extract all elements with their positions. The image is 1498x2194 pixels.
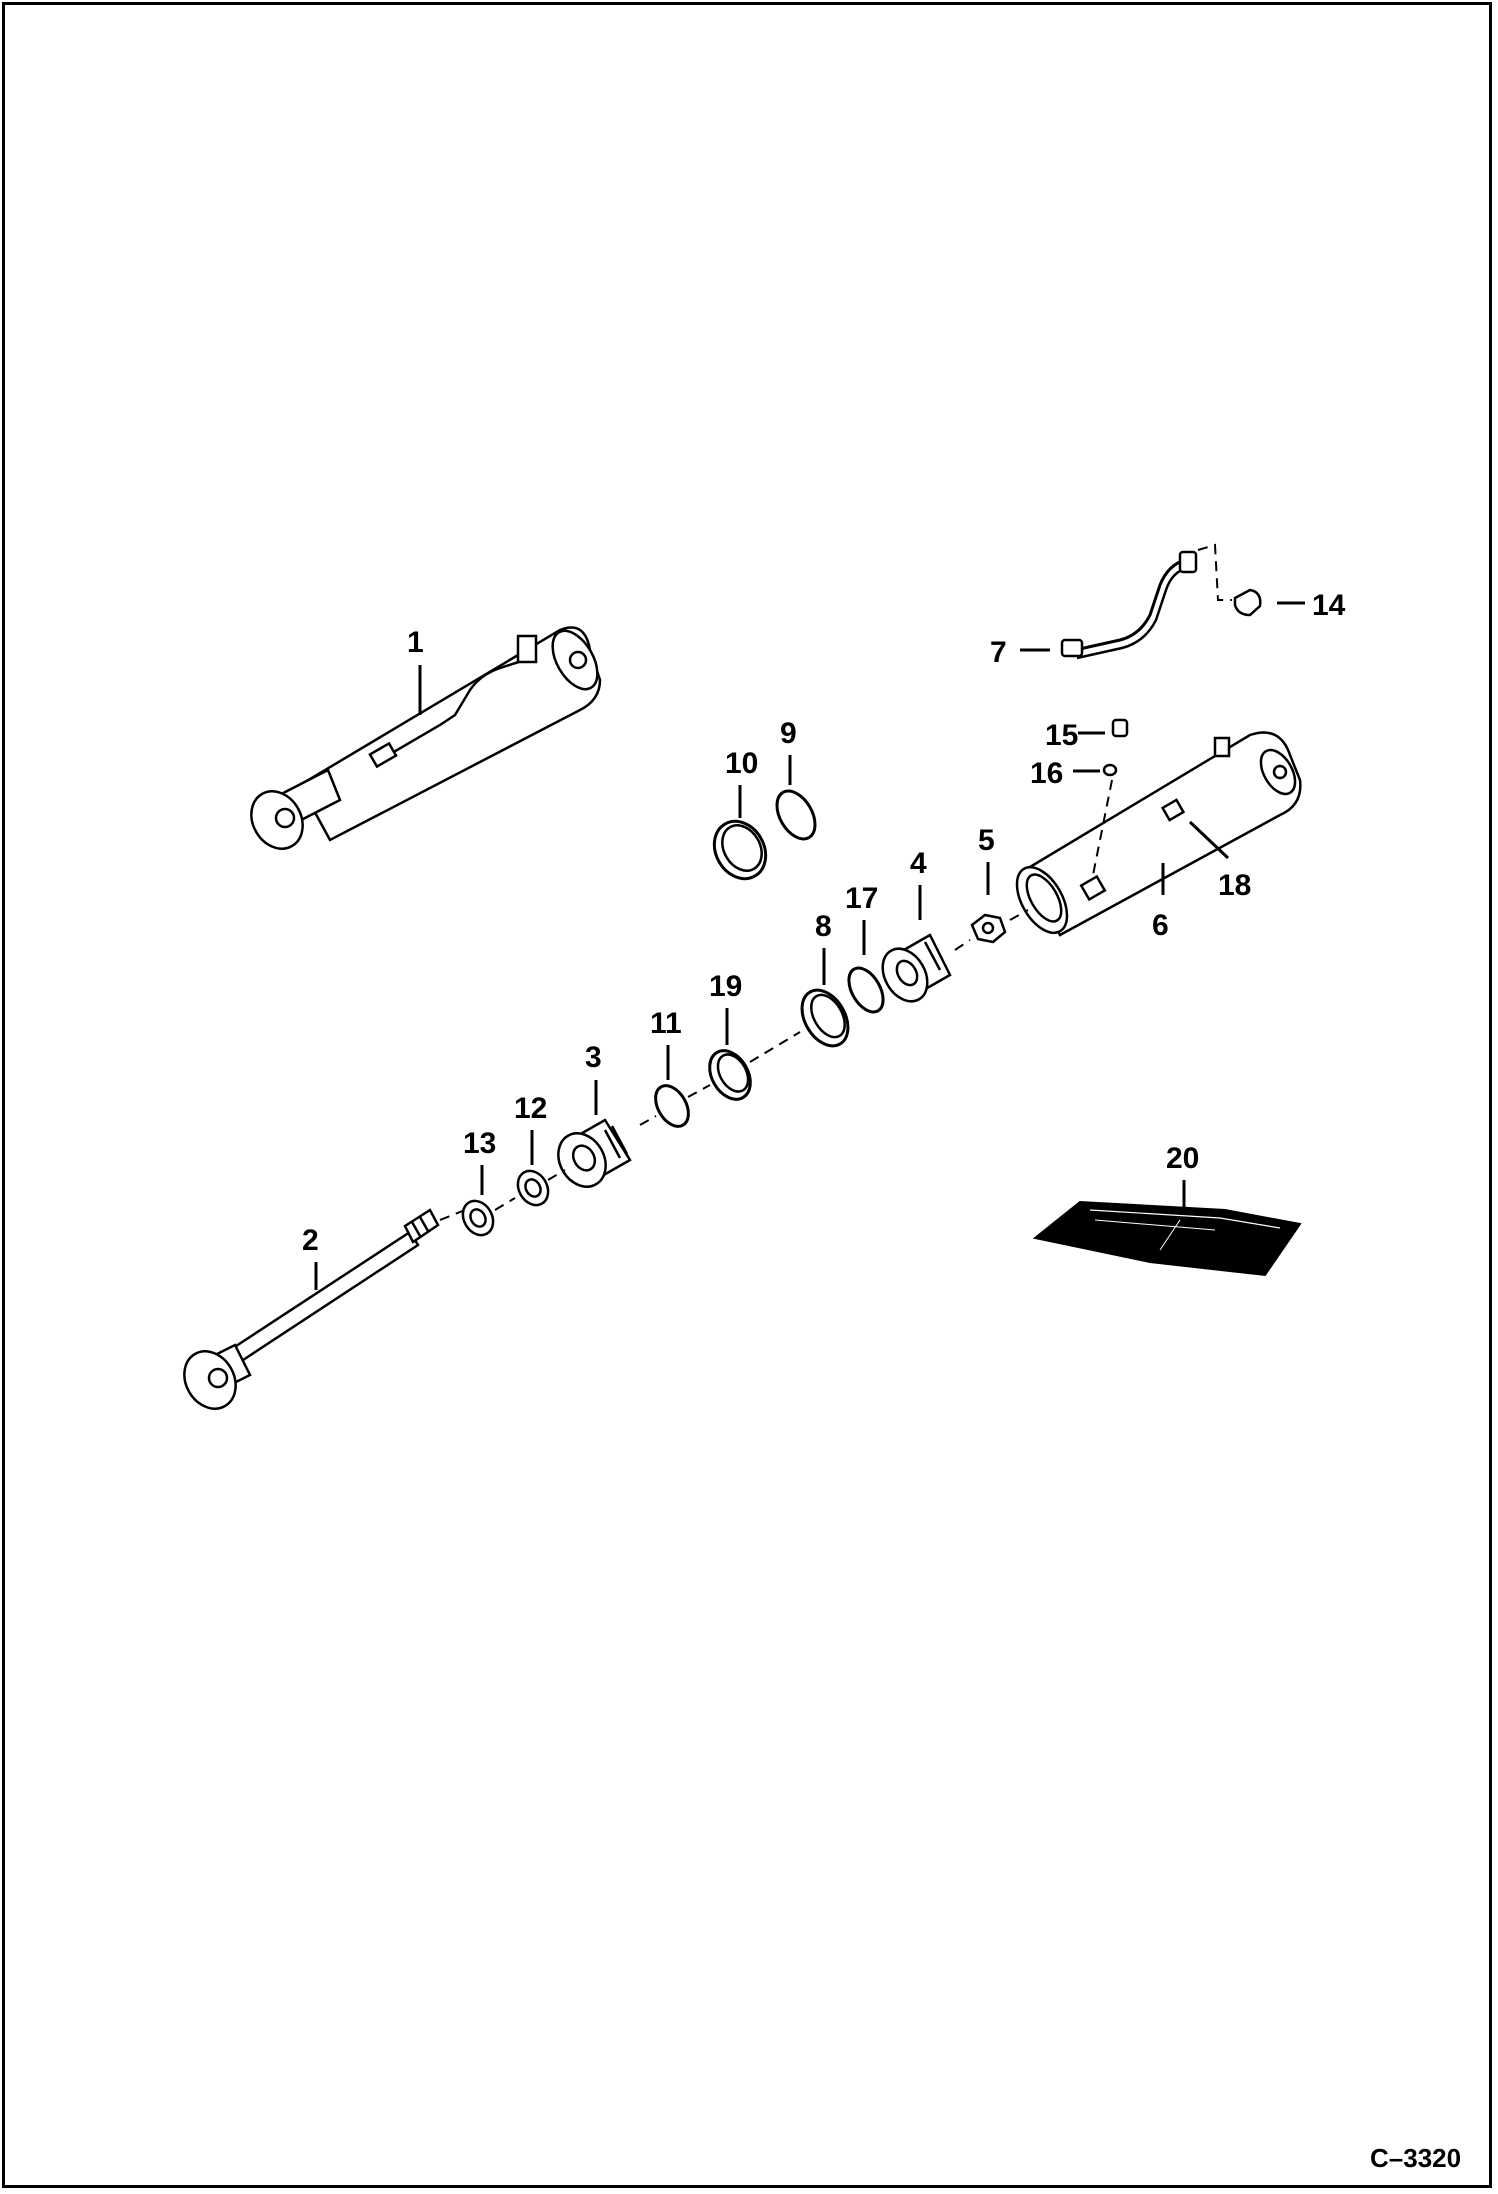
seal-o-ring-part (775, 789, 817, 841)
barrel-part (1015, 731, 1302, 937)
callout-6: 6 (1152, 909, 1169, 942)
callout-13: 13 (463, 1127, 496, 1160)
backup-ring-part (708, 1049, 752, 1101)
o-ring-piston-part (847, 966, 885, 1014)
callout-9: 9 (780, 717, 797, 750)
callout-20: 20 (1166, 1142, 1199, 1175)
callout-1: 1 (407, 626, 424, 659)
callout-10: 10 (725, 747, 758, 780)
callout-14: 14 (1312, 589, 1346, 622)
callout-2: 2 (302, 1224, 319, 1257)
plug-part (1111, 718, 1129, 738)
callout-12: 12 (514, 1092, 547, 1125)
callout-4: 4 (910, 847, 927, 880)
callout-5: 5 (978, 824, 995, 857)
plug-o-ring-part (1102, 763, 1118, 777)
wiper-seal-part (461, 1199, 495, 1237)
callout-18: 18 (1218, 869, 1251, 902)
gland-part (557, 1118, 632, 1188)
callout-3: 3 (585, 1041, 602, 1074)
callout-7: 7 (990, 636, 1007, 669)
seal-kit-pouch-part (1032, 1200, 1302, 1277)
rod-seal-part (516, 1169, 550, 1207)
callout-16: 16 (1030, 757, 1063, 790)
elbow-fitting-part (1233, 588, 1262, 617)
piston-part (881, 933, 952, 1003)
callout-11: 11 (650, 1007, 682, 1040)
lock-nut-part (970, 913, 1007, 944)
callout-8: 8 (815, 910, 832, 943)
seal-ring-part (712, 819, 768, 881)
cylinder-assembly-part (250, 626, 602, 850)
figure-id-label: C–3320 (1370, 2143, 1461, 2173)
rod-part (183, 1208, 440, 1410)
leader-line-18 (1188, 820, 1230, 860)
callout-19: 19 (709, 970, 742, 1003)
tube-part (1060, 550, 1198, 660)
callout-17: 17 (845, 882, 878, 915)
o-ring-part (654, 1084, 690, 1128)
piston-seal-part (800, 988, 850, 1048)
callout-15: 15 (1045, 719, 1078, 752)
